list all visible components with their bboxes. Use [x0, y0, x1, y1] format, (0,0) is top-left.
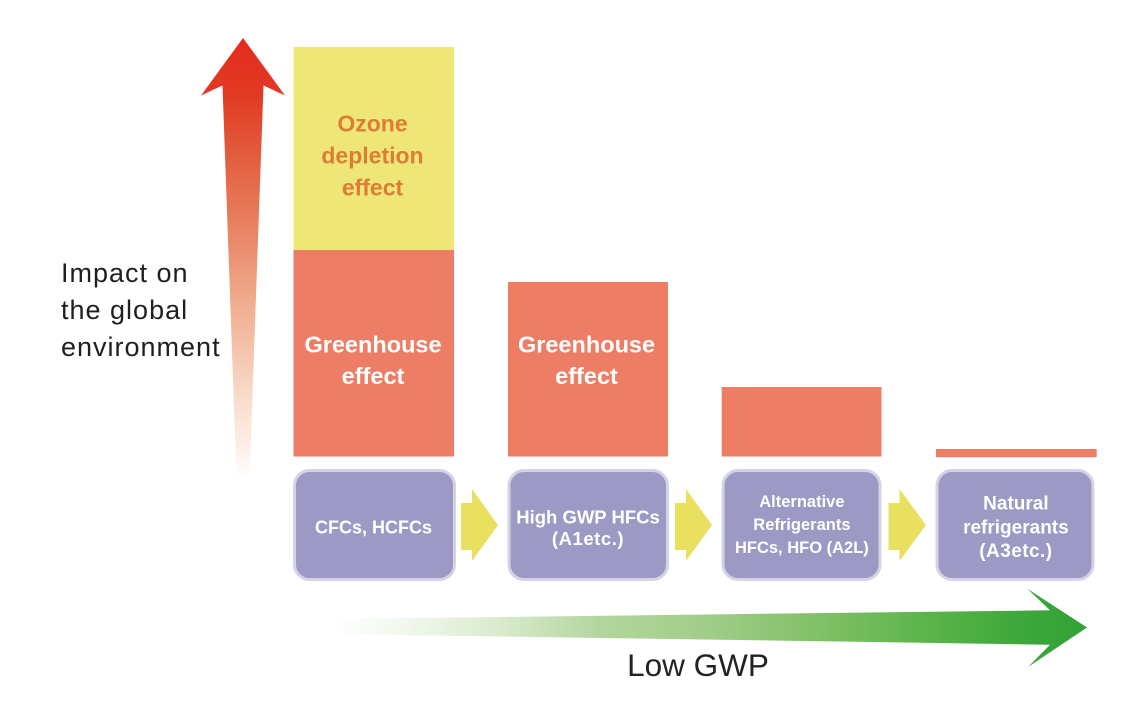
svg-text:environment: environment — [61, 332, 221, 362]
svg-text:High GWP HFCs: High GWP HFCs — [516, 507, 660, 528]
svg-text:(A3etc.): (A3etc.) — [979, 541, 1052, 562]
svg-text:Greenhouse: Greenhouse — [518, 332, 655, 358]
svg-text:Impact on: Impact on — [61, 258, 189, 288]
svg-text:refrigerants: refrigerants — [963, 518, 1069, 539]
svg-text:Low GWP: Low GWP — [627, 647, 769, 683]
svg-text:the global: the global — [61, 295, 188, 325]
svg-text:Alternative: Alternative — [759, 493, 844, 511]
svg-text:Ozone: Ozone — [337, 111, 407, 137]
svg-text:effect: effect — [342, 363, 405, 389]
svg-text:Refrigerants: Refrigerants — [753, 516, 850, 534]
svg-text:(A1etc.): (A1etc.) — [552, 528, 624, 549]
svg-text:CFCs, HCFCs: CFCs, HCFCs — [315, 518, 432, 538]
svg-text:effect: effect — [555, 363, 618, 389]
svg-text:Greenhouse: Greenhouse — [304, 332, 441, 358]
svg-text:Natural: Natural — [983, 494, 1048, 515]
svg-text:effect: effect — [342, 175, 404, 201]
svg-text:HFCs, HFO (A2L): HFCs, HFO (A2L) — [735, 539, 869, 557]
svg-text:depletion: depletion — [321, 143, 423, 169]
